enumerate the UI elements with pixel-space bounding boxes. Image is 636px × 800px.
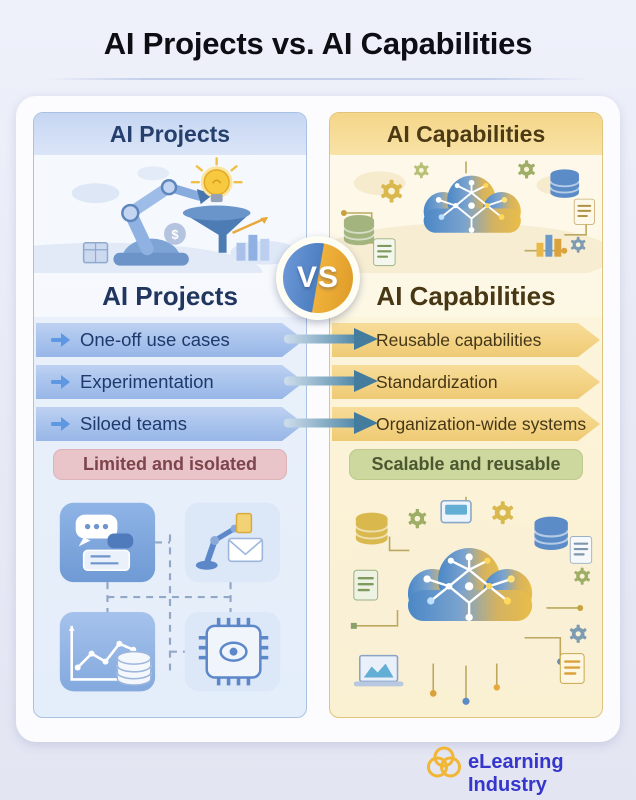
ai-cloud-illustration [330, 155, 602, 273]
ai-cloud-icon [423, 175, 521, 233]
robot-arm-funnel-scene: $ [34, 157, 299, 273]
row-arrow-icon [51, 333, 70, 347]
robot-arm-illustration: $ [34, 155, 306, 273]
robot-arm-icon [113, 179, 214, 266]
circuit-lines [353, 496, 581, 702]
database-icon [354, 511, 389, 546]
automation-email-icon [195, 512, 264, 570]
panel-ai-capabilities: AI Capabilities [329, 112, 603, 718]
database-icon [342, 214, 376, 247]
right-row-3: Organization-wide systems [332, 407, 600, 441]
document-icon [373, 238, 396, 267]
tablet-icon [440, 499, 472, 524]
coin-icon: $ [164, 222, 186, 245]
circuit-nodes [350, 605, 584, 705]
vs-badge-inner: VS [283, 243, 353, 313]
right-subheader: AI Capabilities [330, 273, 602, 317]
left-row-2: Experimentation [36, 365, 304, 399]
svg-text:$: $ [171, 227, 178, 242]
transition-arrow-icon [284, 328, 378, 350]
chatbot-icon [75, 514, 134, 571]
laptop-icon [353, 654, 404, 687]
right-column-header: AI Capabilities [330, 113, 602, 155]
row-arrow-icon [51, 375, 70, 389]
database-icon [116, 650, 152, 687]
mini-bar-chart-icon [232, 216, 270, 261]
vs-badge: VS [276, 236, 360, 320]
siloed-systems-illustration [34, 486, 306, 717]
right-row-1: Reusable capabilities [332, 323, 600, 357]
dashed-connector-lines [106, 534, 232, 672]
document-icon [569, 536, 593, 564]
left-subheader: AI Projects [34, 273, 306, 317]
transition-arrow-icon [284, 412, 378, 434]
right-summary-badge: Scalable and reusable [349, 449, 583, 480]
footer: eLearning Industry [0, 742, 636, 800]
document-icon [573, 198, 595, 225]
database-icon [533, 515, 569, 552]
right-row-2: Standardization [332, 365, 600, 399]
funnel-icon [182, 205, 251, 253]
elearning-industry-logo-icon [427, 746, 461, 778]
left-comparison-rows: One-off use cases Experimentation Siloed… [34, 317, 306, 441]
page-title: AI Projects vs. AI Capabilities [103, 26, 533, 61]
left-row-3: Siloed teams [36, 407, 304, 441]
ai-chip-icon [198, 617, 269, 686]
panel-ai-projects: AI Projects [33, 112, 307, 718]
siloed-tiles-scene [59, 502, 281, 692]
left-row-1: One-off use cases [36, 323, 304, 357]
ai-cloud-scene [330, 160, 602, 273]
mini-bar-chart-icon [536, 234, 562, 257]
analytics-data-icon [68, 625, 152, 687]
connected-cloud-scene [330, 496, 602, 705]
box-icon [82, 242, 109, 264]
brand-name: eLearning Industry [468, 751, 564, 796]
database-icon [549, 168, 580, 199]
document-icon [559, 653, 585, 684]
vs-label: VS [296, 261, 340, 294]
comparison-card: AI Projects [16, 96, 620, 742]
row-arrow-icon [51, 417, 70, 431]
transition-arrow-icon [284, 370, 378, 392]
left-column-header: AI Projects [34, 113, 306, 155]
lightbulb-icon [190, 157, 243, 203]
right-comparison-rows: Reusable capabilities Standardization Or… [330, 317, 602, 441]
left-summary-badge: Limited and isolated [53, 449, 287, 480]
title-divider [48, 78, 588, 80]
document-icon [353, 569, 379, 601]
connected-cloud-illustration [330, 486, 602, 717]
